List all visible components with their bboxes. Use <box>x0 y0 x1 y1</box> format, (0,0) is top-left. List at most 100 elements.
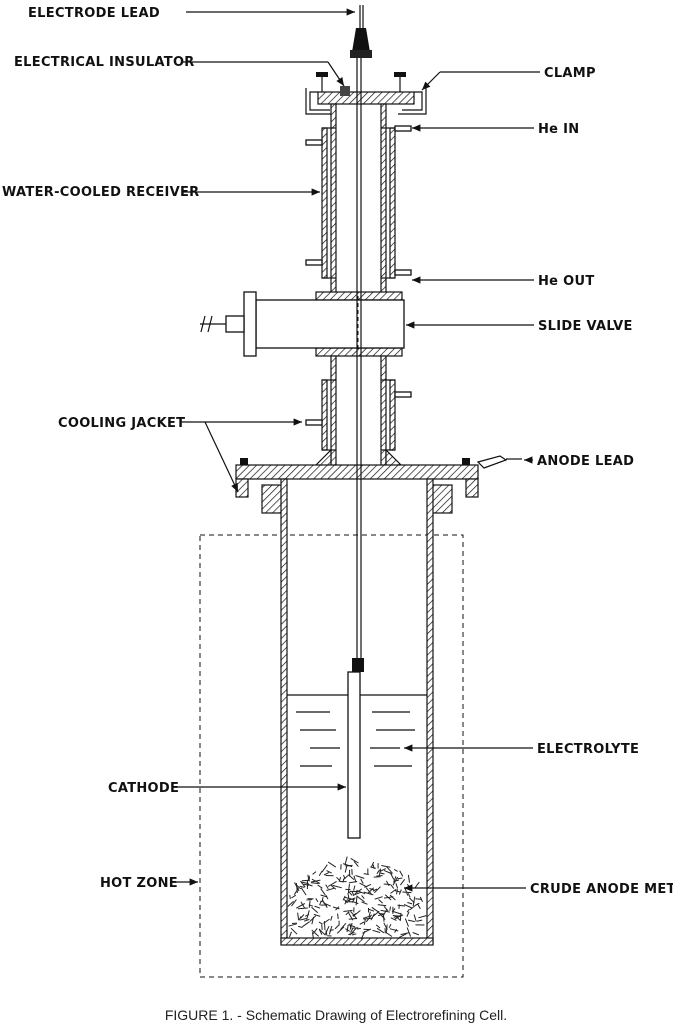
svg-text:CLAMP: CLAMP <box>544 66 596 81</box>
metal-granule <box>315 898 319 903</box>
metal-granule <box>363 891 374 896</box>
metal-granule <box>349 922 353 930</box>
metal-granule <box>383 883 391 886</box>
metal-granule <box>409 904 417 910</box>
metal-granule <box>321 899 328 908</box>
label-electrode-lead: ELECTRODE LEAD <box>28 6 355 21</box>
label-slide-valve: SLIDE VALVE <box>406 319 632 334</box>
metal-granule <box>348 924 356 928</box>
metal-granule <box>399 912 402 921</box>
metal-granule <box>337 913 339 920</box>
label-cathode: CATHODE <box>108 781 346 796</box>
metal-granule <box>297 912 300 921</box>
metal-granule <box>398 933 407 939</box>
metal-granule <box>392 910 401 915</box>
metal-granule <box>361 901 368 905</box>
metal-granule <box>347 883 350 894</box>
svg-text:WATER-COOLED RECEIVER: WATER-COOLED RECEIVER <box>2 185 200 200</box>
metal-granule <box>303 918 310 922</box>
metal-granule <box>348 918 357 920</box>
metal-granule <box>313 913 321 917</box>
metal-granule <box>395 883 399 889</box>
metal-granule <box>398 889 402 895</box>
metal-granule <box>298 925 303 928</box>
metal-granule <box>346 924 349 933</box>
metal-granule <box>349 927 357 936</box>
metal-granule <box>378 899 384 904</box>
metal-granule <box>368 908 375 912</box>
slide-valve <box>200 291 405 357</box>
crucible <box>280 478 434 946</box>
metal-granule <box>370 913 375 921</box>
metal-granule <box>291 894 297 899</box>
metal-granule <box>412 932 420 936</box>
metal-granule <box>400 932 410 936</box>
svg-text:He OUT: He OUT <box>538 274 595 289</box>
cathode <box>347 58 364 839</box>
metal-granule <box>348 891 353 896</box>
metal-granule <box>297 907 308 910</box>
metal-granule <box>385 924 388 934</box>
metal-granule <box>356 895 365 903</box>
metal-granule <box>368 911 371 917</box>
metal-granule <box>327 861 337 868</box>
metal-granule <box>362 928 372 934</box>
metal-granule <box>373 886 381 894</box>
metal-granule <box>295 883 298 894</box>
metal-granule <box>416 919 423 922</box>
label-water-cooled-receiver: WATER-COOLED RECEIVER <box>2 185 320 200</box>
metal-granule <box>397 904 406 907</box>
metal-granule <box>416 903 421 910</box>
svg-text:He IN: He IN <box>538 122 579 137</box>
metal-granule <box>343 899 348 904</box>
metal-granule <box>406 911 410 917</box>
label-clamp: CLAMP <box>421 66 596 91</box>
metal-granule <box>407 874 410 883</box>
metal-granule <box>355 875 365 879</box>
metal-granule <box>364 883 372 888</box>
metal-granule <box>325 884 329 890</box>
metal-granule <box>351 898 355 903</box>
metal-granule <box>404 887 409 896</box>
metal-granule <box>399 879 406 886</box>
main-flange <box>235 455 522 514</box>
svg-text:ELECTRICAL INSULATOR: ELECTRICAL INSULATOR <box>14 55 195 70</box>
metal-granule <box>342 863 353 868</box>
metal-granule <box>363 917 373 920</box>
metal-granule <box>287 900 294 907</box>
metal-granule <box>312 927 318 934</box>
metal-granule <box>367 887 375 894</box>
label-electrolyte: ELECTROLYTE <box>404 742 639 757</box>
svg-text:ANODE LEAD: ANODE LEAD <box>537 454 634 469</box>
metal-granule <box>300 881 309 885</box>
metal-granule <box>369 888 375 891</box>
metal-granule <box>345 911 350 916</box>
metal-granule <box>345 928 351 932</box>
figure-caption: FIGURE 1. - Schematic Drawing of Electro… <box>165 1007 507 1023</box>
metal-granule <box>350 928 354 933</box>
metal-granule <box>326 870 332 874</box>
metal-granule <box>363 873 369 875</box>
metal-granule <box>348 881 358 884</box>
metal-granule <box>323 918 330 924</box>
water-cooled-receiver <box>305 103 412 295</box>
metal-granule <box>340 922 347 930</box>
svg-text:CRUDE ANODE METAL: CRUDE ANODE METAL <box>530 882 673 897</box>
metal-granule <box>419 896 423 903</box>
metal-granule <box>415 898 422 900</box>
metal-granule <box>321 864 328 873</box>
metal-granule <box>311 882 319 884</box>
metal-granule <box>300 918 307 921</box>
metal-granule <box>308 900 311 908</box>
metal-granule <box>329 929 334 931</box>
svg-text:ELECTRODE LEAD: ELECTRODE LEAD <box>28 6 160 21</box>
metal-granule <box>353 901 359 905</box>
cooling-jacket <box>305 355 412 467</box>
metal-granule <box>377 913 385 917</box>
metal-granule <box>381 865 391 868</box>
metal-granule <box>302 921 310 928</box>
metal-granule <box>326 887 335 891</box>
svg-text:ELECTROLYTE: ELECTROLYTE <box>537 742 639 757</box>
metal-granule <box>332 884 342 889</box>
svg-text:COOLING JACKET: COOLING JACKET <box>58 416 185 431</box>
